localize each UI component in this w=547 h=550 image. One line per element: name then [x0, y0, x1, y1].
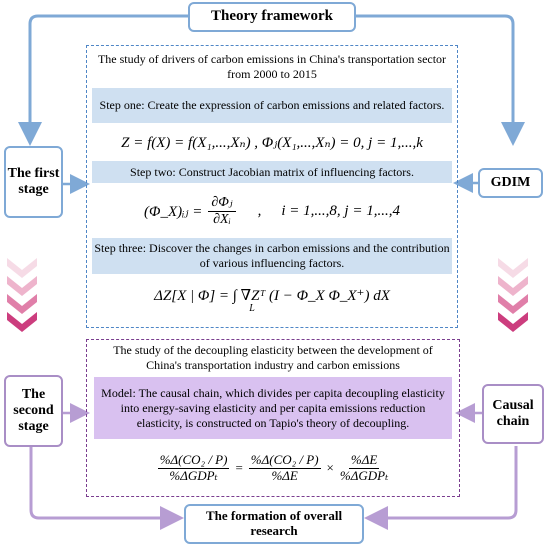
- formation-label: The formation of overall research: [205, 508, 343, 538]
- fraction-one: %Δ(CO₂ / P) %ΔGDPₜ: [157, 451, 230, 484]
- second-stage-node: The second stage: [4, 375, 63, 447]
- stage-two-title: The study of the decoupling elasticity b…: [113, 343, 433, 372]
- first-stage-node: The first stage: [4, 146, 63, 218]
- stage-one-title: The study of drivers of carbon emissions…: [97, 52, 447, 81]
- theory-framework-node: Theory framework: [188, 2, 356, 32]
- step-one-band: Step one: Create the expression of carbo…: [92, 88, 452, 123]
- fraction-one-numerator: %Δ(CO₂ / P): [157, 451, 230, 469]
- second-stage-label: The second stage: [13, 386, 54, 435]
- equation-two-denominator: ∂Xᵢ: [213, 211, 231, 227]
- gdim-label: GDIM: [490, 174, 531, 190]
- chevrons-right: [498, 258, 528, 332]
- formation-node: The formation of overall research: [184, 504, 364, 544]
- equation-two-fraction: ∂Φⱼ ∂Xᵢ: [208, 195, 236, 227]
- causal-chain-label: Causal chain: [492, 397, 534, 429]
- first-stage-label: The first stage: [7, 165, 60, 197]
- fraction-two: %Δ(CO₂ / P) %ΔE: [248, 451, 321, 484]
- chevron-icon: [498, 258, 528, 278]
- equation-three-subscript: L: [249, 303, 255, 314]
- arrow-causal-chain-to-formation: [364, 446, 518, 530]
- equation-two-rhs: i = 1,...,8, j = 1,...,4: [281, 202, 400, 219]
- chevron-icon: [498, 276, 528, 296]
- gdim-node: GDIM: [478, 168, 543, 198]
- theory-framework-label: Theory framework: [210, 8, 334, 25]
- equation-one: Z = f(X) = f(X₁,...,Xₙ) , Φⱼ(X₁,...,Xₙ) …: [121, 134, 423, 151]
- equation-three-wrap: ΔZ[X | Φ] = ∫ ∇Zᵀ (I − Φ_X Φ_X⁺) dX L: [154, 286, 390, 314]
- fraction-two-denominator: %ΔE: [271, 467, 298, 483]
- arrow-theory-to-gdim: [356, 14, 525, 146]
- step-two-band: Step two: Construct Jacobian matrix of i…: [92, 161, 452, 183]
- stage-one-box: [86, 45, 458, 328]
- times-sign: ×: [326, 460, 334, 475]
- fraction-two-numerator: %Δ(CO₂ / P): [248, 451, 321, 469]
- decoupling-equation: %Δ(CO₂ / P) %ΔGDPₜ = %Δ(CO₂ / P) %ΔE × %…: [94, 444, 452, 492]
- chevron-icon: [498, 312, 528, 332]
- model-band: Model: The causal chain, which divides p…: [94, 377, 452, 439]
- arrow-theory-to-first-stage: [18, 14, 188, 146]
- equation-two-comma: ,: [257, 202, 262, 219]
- fraction-three-numerator: %ΔE: [348, 451, 380, 469]
- chevron-icon: [7, 258, 37, 278]
- fraction-three-denominator: %ΔGDPₜ: [339, 467, 389, 483]
- fraction-one-denominator: %ΔGDPₜ: [169, 467, 218, 483]
- causal-chain-node: Causal chain: [482, 384, 544, 444]
- chevron-icon: [7, 312, 37, 332]
- chevron-icon: [7, 276, 37, 296]
- fraction-three: %ΔE %ΔGDPₜ: [339, 451, 389, 484]
- equation-two-numerator: ∂Φⱼ: [208, 195, 236, 212]
- chevron-icon: [498, 294, 528, 314]
- equation-two-lhs: (Φ_X)ᵢⱼ =: [144, 203, 203, 220]
- chevron-icon: [7, 294, 37, 314]
- chevrons-left: [7, 258, 37, 332]
- step-three-band: Step three: Discover the changes in carb…: [92, 238, 452, 274]
- equation-two: (Φ_X)ᵢⱼ = ∂Φⱼ ∂Xᵢ , i = 1,...,8, j = 1,.…: [92, 188, 452, 234]
- arrow-second-stage-to-formation: [29, 446, 184, 530]
- equation-three-body: ΔZ[X | Φ] = ∫ ∇Zᵀ (I − Φ_X Φ_X⁺) dX: [154, 288, 390, 304]
- equals-sign: =: [235, 460, 243, 475]
- stage-two-box: [86, 339, 460, 497]
- equation-three: ΔZ[X | Φ] = ∫ ∇Zᵀ (I − Φ_X Φ_X⁺) dX L: [92, 278, 452, 322]
